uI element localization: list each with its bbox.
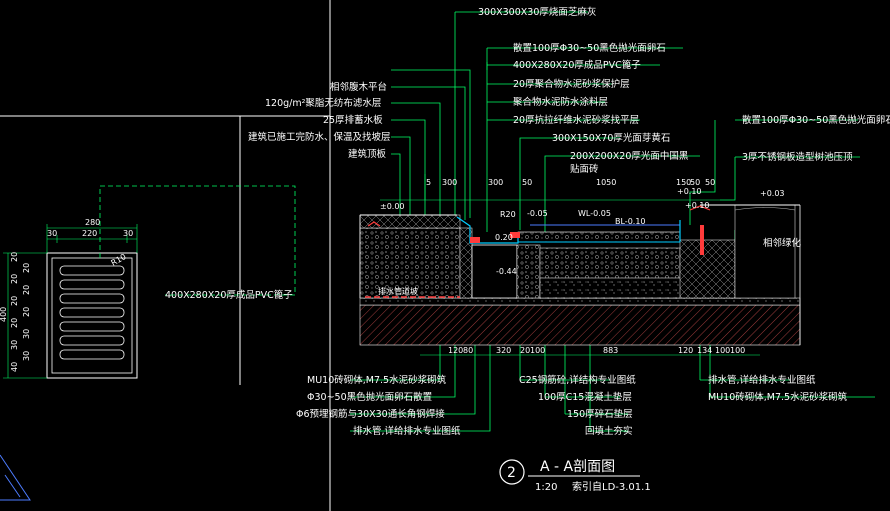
label-drain-left: 排水管,详给排水专业图纸 [353,425,461,437]
elev-left: ±0.00 [380,202,405,211]
dim-top-5: 150 [676,178,691,187]
grate-side-dim-4: 20 [10,318,19,328]
dim-bottom-7: 134 [697,346,712,355]
grate-plan: 280 30 220 30 R10 400 403030302020202020… [0,185,296,379]
grate-dim-right: 30 [123,229,133,238]
dim-bottom-8: 100 [715,346,730,355]
dim-bottom-1: 80 [463,346,473,355]
elev-bl: BL-0.10 [615,217,646,226]
leader-lines [350,11,875,432]
grate-radius: R10 [110,252,128,268]
dim-top-7: 50 [705,178,715,187]
dim-bottom-9: 100 [730,346,745,355]
dim-bottom-3: 20 [520,346,530,355]
grate-side-dim-10: 20 [10,252,19,262]
label-gravel: 150厚碎石垫层 [567,408,633,420]
elev-minus-005: -0.05 [527,209,548,218]
elev-plus-010a: +0.10 [677,187,702,196]
section-body [359,199,801,356]
grate-dim-mid: 220 [82,229,97,238]
grate-dim-left: 30 [47,229,57,238]
label-protect-layer: 20厚聚合物水泥砂浆保护层 [513,78,630,90]
grate-side-dim-5: 20 [22,307,31,317]
label-roof-slab: 建筑顶板 [348,148,387,160]
dim-top-3: 50 [522,178,532,187]
label-brick-left: MU10砖砌体,M7.5水泥砂浆砌筑 [307,374,447,386]
title-name: A - A剖面图 [540,459,615,475]
elev-minus-044: -0.44 [496,267,517,276]
title-block: 2 A - A剖面图 1:20 索引自LD-3.01.1 [499,459,651,493]
label-pvc-grate-top: 400X280X20厚成品PVC篦子 [513,59,641,71]
label-waterproof-coat: 聚合物水泥防水涂料层 [513,96,608,108]
grate-side-dim-7: 20 [22,285,31,295]
grate-side-dim-0: 40 [10,362,19,372]
dim-bottom-2: 320 [496,346,511,355]
elev-plus-003: +0.03 [760,189,785,198]
label-rebar: Φ6预埋钢筋与30X30通长角钢焊接 [296,408,445,420]
grate-side-dim-2: 30 [10,340,19,350]
dim-top-0: 5 [426,178,431,187]
label-leveling: 20厚抗拉纤维水泥砂浆找平层 [513,114,639,126]
label-filter-layer: 120g/m²聚脂无纺布滤水层 [265,97,381,109]
title-number: 2 [507,465,516,481]
label-greenery: 相邻绿化 [763,237,802,249]
dim-bottom-6: 120 [678,346,693,355]
elev-r20: R20 [500,210,516,219]
label-pebble-bottom: Φ30~50黑色抛光面卵石散置 [307,391,432,403]
label-drain-pipe: 排水管道坡 [378,286,418,296]
elev-wl: WL-0.05 [578,209,611,218]
elevations: ±0.00 -0.05 WL-0.05 BL-0.10 +0.10 +0.10 … [380,187,785,276]
elev-plus-010b: +0.10 [685,201,710,210]
label-top-stone: 300X300X30厚烧面芝麻灰 [478,6,596,18]
grate-dim-width: 280 [85,218,100,227]
label-brick-right: MU10砖砌体,M7.5水泥砂浆砌筑 [708,391,848,403]
label-pebble-top: 散置100厚Φ30~50黑色抛光面卵石 [513,42,666,54]
dim-top-2: 300 [488,178,503,187]
label-granite-black: 200X200X20厚光面中国黑 [570,150,689,162]
label-pvc-grate-left: 400X280X20厚成品PVC篦子 [165,289,293,301]
label-roof-waterproof: 建筑已施工完防水、保温及找坡层 [248,131,391,143]
grate-side-dim-9: 20 [22,263,31,273]
label-pebble-right: 散置100厚Φ30~50黑色抛光面卵石 [742,114,890,126]
top-labels: 300X300X30厚烧面芝麻灰 散置100厚Φ30~50黑色抛光面卵石 400… [165,6,890,301]
bottom-labels: MU10砖砌体,M7.5水泥砂浆砌筑 Φ30~50黑色抛光面卵石散置 Φ6预埋钢… [296,374,848,437]
title-reference: 索引自LD-3.01.1 [572,480,651,493]
grate-side-dim-1: 30 [22,351,31,361]
grate-side-dim-8: 20 [10,274,19,284]
label-c25: C25钢筋砼,详结构专业图纸 [519,374,636,386]
dim-bottom-5: 883 [603,346,618,355]
label-steel-plate: 3厚不锈钢板造型树池压顶 [742,151,853,163]
label-c15: 100厚C15混凝土垫层 [538,391,632,403]
dim-bottom-0: 120 [448,346,463,355]
label-drain-right: 排水管,详给排水专业图纸 [708,374,816,386]
label-tile: 贴面砖 [570,163,599,175]
grate-dim-height: 400 [0,307,8,322]
label-roof-platform: 相邻腹木平台 [330,81,387,93]
elev-plus-020: 0.20 [495,233,513,242]
grate-side-dim-3: 30 [22,329,31,339]
dim-top-1: 300 [442,178,457,187]
viewport-frame [0,0,331,511]
label-granite-yellow: 300X150X70厚光面芽黄石 [552,132,670,144]
grate-side-dim-6: 20 [10,296,19,306]
dim-bottom-4: 100 [530,346,545,355]
north-arrow-fragment [0,454,31,501]
title-scale: 1:20 [535,482,557,493]
label-drain-board: 25厚排蓄水板 [323,114,383,126]
dim-top-4: 1050 [596,178,616,187]
dim-top-6: 50 [690,178,700,187]
label-backfill: 回填土夯实 [585,425,633,437]
